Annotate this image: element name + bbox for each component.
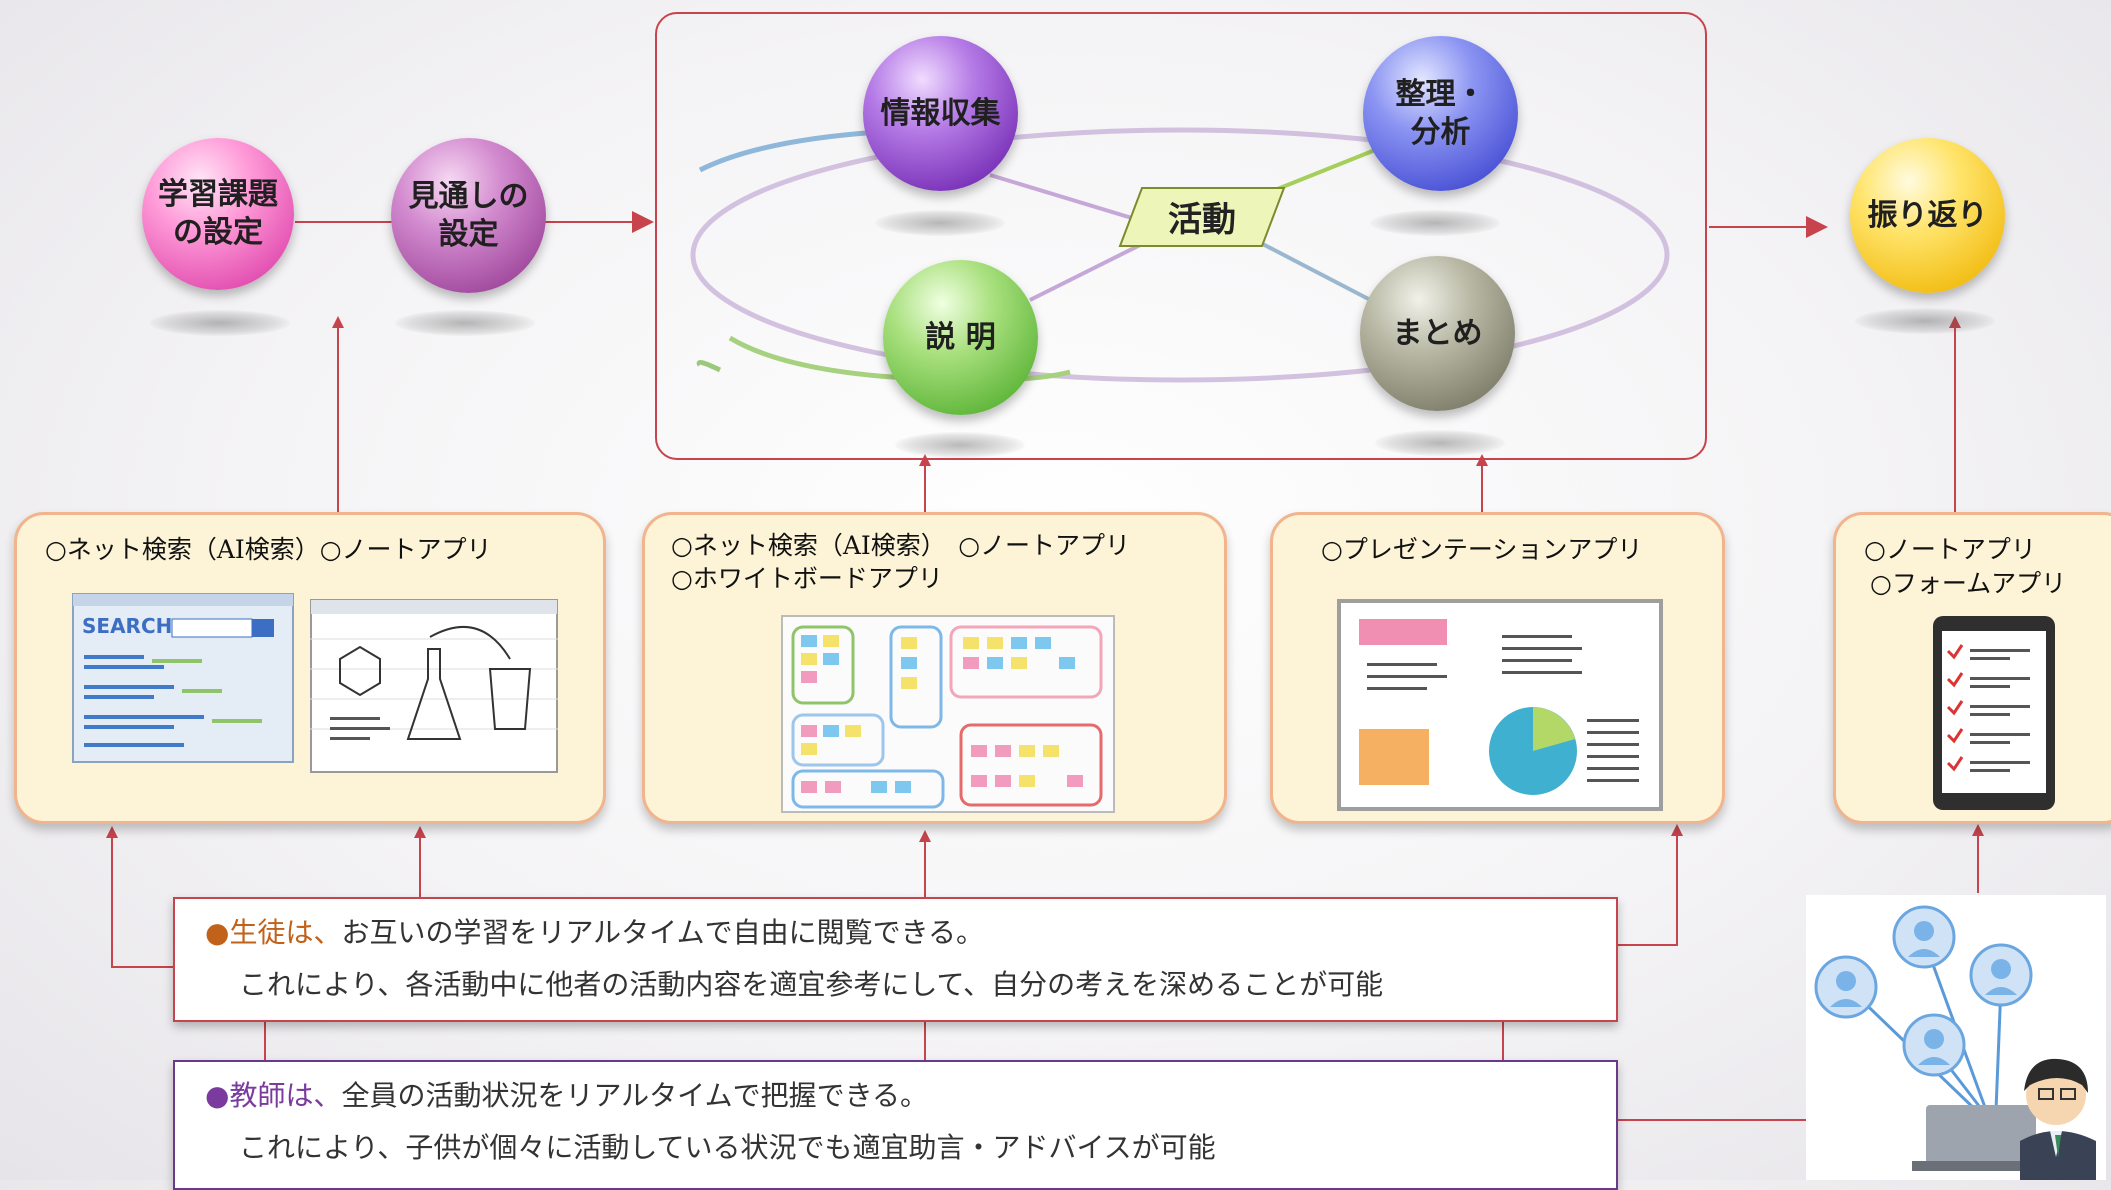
cross-line-1 <box>989 173 1146 224</box>
arrow-note-to-box3 <box>1618 824 1683 946</box>
cross-line-4 <box>1254 238 1381 307</box>
student-line-1-text: お互いの学習をリアルタイムで自由に閲覧できる。 <box>341 916 985 949</box>
student-note-line-1: ●生徒は、お互いの学習をリアルタイムで自由に閲覧できる。 <box>205 907 1616 959</box>
app-box-form: ○ノートアプリ ○フォームアプリ <box>1833 512 2111 824</box>
activity-ring <box>690 127 1670 383</box>
cross-line-3 <box>1029 238 1151 302</box>
teacher-note: ●教師は、全員の活動状況をリアルタイムで把握できる。 これにより、子供が個々に活… <box>173 1060 1618 1190</box>
orb-shadow <box>1855 308 1995 334</box>
app-box-whiteboard-label-2: ○ホワイトボードアプリ <box>671 564 943 593</box>
app-box-form-label-1: ○ノートアプリ <box>1864 535 2036 564</box>
presentation-slide-illustration <box>1337 599 1663 811</box>
activity-info-collect: 情報収集 <box>863 36 1018 191</box>
activity-explain: 説 明 <box>883 260 1038 415</box>
stage-reflection: 振り返り <box>1850 138 2005 293</box>
orb-shadow <box>395 310 535 336</box>
orb-shadow <box>1375 430 1505 456</box>
activity-frame <box>655 12 1707 460</box>
search-screen-illustration: SEARCH <box>72 593 294 763</box>
tablet-form-illustration <box>1933 616 2055 810</box>
app-box-research: ○ネット検索（AI検索）○ノートアプリ SEARCH <box>14 512 606 824</box>
app-box-research-label: ○ネット検索（AI検索）○ノートアプリ <box>45 535 492 564</box>
activity-organize: 整理・ 分析 <box>1363 36 1518 191</box>
app-box-presentation-label: ○プレゼンテーションアプリ <box>1321 535 1643 564</box>
teacher-monitoring-illustration <box>1806 895 2106 1180</box>
activity-label: 活動 <box>1168 199 1236 240</box>
teacher-bullet: ● <box>205 1079 230 1112</box>
people-network-icon <box>1814 905 2096 1180</box>
app-box-presentation: ○プレゼンテーションアプリ <box>1270 512 1725 824</box>
student-note: ●生徒は、お互いの学習をリアルタイムで自由に閲覧できる。 これにより、各活動中に… <box>173 897 1618 1022</box>
orb-shadow <box>1370 210 1500 236</box>
activity-ring-left-tint <box>696 359 722 373</box>
student-heading: 生徒は、 <box>229 916 342 949</box>
whiteboard-illustration <box>781 615 1115 813</box>
stage-set-task: 学習課題 の設定 <box>142 138 294 290</box>
note-sketch-illustration <box>310 599 558 773</box>
teacher-line-1-text: 全員の活動状況をリアルタイムで把握できる。 <box>341 1079 929 1112</box>
orb-shadow <box>150 310 290 336</box>
arrow-note-to-box1-left <box>106 826 175 968</box>
activity-ring-blue-arc <box>698 129 881 173</box>
app-box-whiteboard: ○ネット検索（AI検索） ○ノートアプリ ○ホワイトボードアプリ <box>642 512 1227 824</box>
activity-tag-shape <box>1118 187 1286 247</box>
teacher-note-line-1: ●教師は、全員の活動状況をリアルタイムで把握できる。 <box>205 1070 1616 1122</box>
search-logo: SEARCH <box>82 614 172 638</box>
stage-outlook: 見通しの 設定 <box>391 138 546 293</box>
teacher-note-line-2: これにより、子供が個々に活動している状況でも適宜助言・アドバイスが可能 <box>239 1131 1216 1164</box>
activity-summary: まとめ <box>1360 256 1515 411</box>
app-box-whiteboard-label-1: ○ネット検索（AI検索） ○ノートアプリ <box>671 531 1131 560</box>
student-note-line-2: これにより、各活動中に他者の活動内容を適宜参考にして、自分の考えを深めることが可… <box>239 968 1384 1001</box>
app-box-form-label-2: ○フォームアプリ <box>1870 569 2067 598</box>
teacher-heading: 教師は、 <box>229 1079 342 1112</box>
student-bullet: ● <box>205 916 230 949</box>
orb-shadow <box>875 210 1005 236</box>
orb-shadow <box>895 432 1025 458</box>
